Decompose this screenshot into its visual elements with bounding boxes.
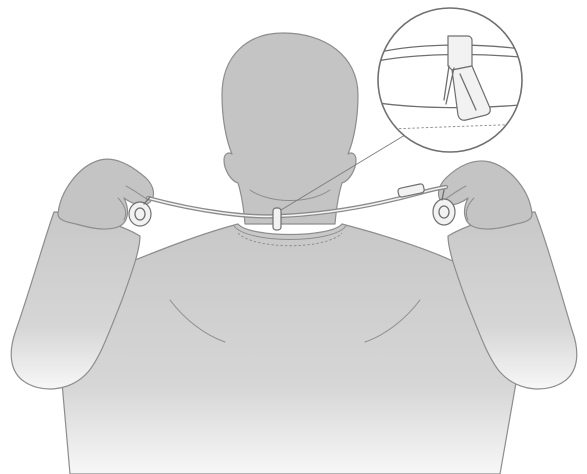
earbud-right-stem <box>441 189 445 201</box>
collar-stitch <box>237 232 343 247</box>
left-arm <box>10 158 155 390</box>
back-fold-right <box>364 299 421 343</box>
right-sleeve <box>447 211 578 390</box>
earbud-left-inner <box>134 207 146 221</box>
earbud-right-inner <box>438 205 450 219</box>
earbud-left-body <box>128 201 152 227</box>
head <box>221 32 359 225</box>
detail-band-top-2 <box>378 53 522 63</box>
detail-band-top <box>378 44 522 55</box>
collar <box>233 225 347 240</box>
earbud-right-body <box>432 198 456 226</box>
callout-contents <box>378 35 522 131</box>
callout-leader <box>280 134 406 211</box>
right-finger-2 <box>465 197 475 221</box>
clip-at-neck <box>272 207 282 231</box>
detail-clip-edge <box>459 73 477 111</box>
neck-shadow <box>249 189 331 201</box>
neck-cord <box>145 183 449 231</box>
left-sleeve <box>10 211 141 390</box>
cord-core <box>147 186 447 218</box>
detail-clip-hinge <box>443 65 455 105</box>
clip-detail-callout <box>377 7 523 153</box>
head-shape <box>221 32 359 225</box>
detail-clip-top <box>447 35 473 71</box>
left-finger-2 <box>117 197 127 221</box>
detail-clip-body <box>451 65 491 121</box>
earbud-left <box>128 196 152 227</box>
callout-circle <box>377 7 523 153</box>
earbud-left-stem <box>143 196 151 205</box>
cord-connector <box>397 183 425 198</box>
earbud-right <box>432 189 456 226</box>
detail-band-bottom <box>378 101 522 109</box>
back-fold-left <box>169 299 226 343</box>
